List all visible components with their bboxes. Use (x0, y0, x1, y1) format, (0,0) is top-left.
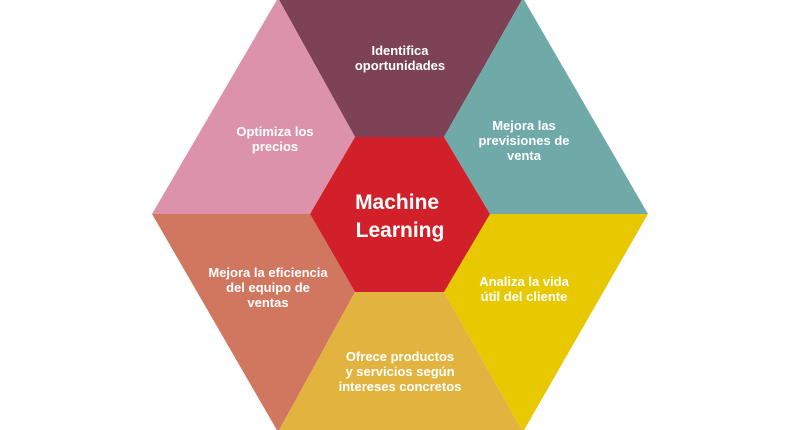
segment-label-line: Ofrece productos (346, 349, 454, 364)
segment-label-line: y servicios según (345, 364, 454, 379)
segment-label-line: oportunidades (355, 58, 445, 73)
segment-label-line: Optimiza los (236, 124, 313, 139)
center-hexagon (310, 137, 490, 292)
segment-mejora-eficiencia (152, 214, 355, 430)
segment-label-line: intereses concretos (339, 379, 462, 394)
segment-label-line: previsiones de (478, 133, 569, 148)
segment-label-line: ventas (247, 295, 288, 310)
segment-label-line: Analiza la vida (479, 274, 569, 289)
segment-label-line: Mejora la eficiencia (208, 265, 328, 280)
segment-label-line: Identifica (371, 43, 429, 58)
segment-label-line: venta (507, 148, 542, 163)
segment-ofrece-productos (279, 292, 522, 430)
center-label-line-1: Machine (355, 191, 439, 214)
segment-label-line: precios (252, 139, 298, 154)
segment-analiza-vida (444, 214, 648, 430)
segment-identifica (279, 0, 522, 137)
segment-label-line: útil del cliente (481, 289, 568, 304)
center-label: Machine Learning (355, 191, 445, 242)
segment-label-line: Mejora las (492, 118, 556, 133)
center-label-line-2: Learning (356, 219, 445, 242)
segment-label-line: del equipo de (226, 280, 310, 295)
segment-mejora-previsiones (444, 0, 648, 214)
segment-optimiza-precios (152, 0, 355, 214)
